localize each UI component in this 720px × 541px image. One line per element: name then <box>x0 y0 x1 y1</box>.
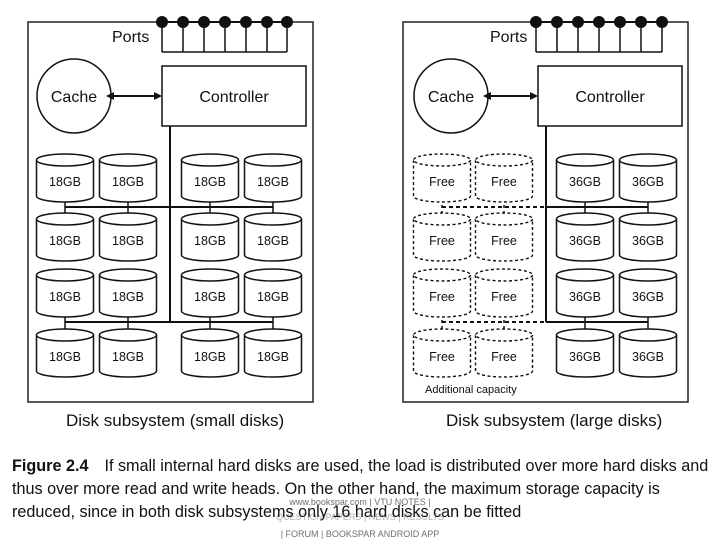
disk-label: 18GB <box>49 350 81 364</box>
disk-free-slot: Free <box>474 268 534 318</box>
left-subsystem: Ports Cache Controller 18GB18GB18GB18GB1… <box>27 16 314 430</box>
disk-18gb: 18GB <box>98 153 158 203</box>
disk-label: 36GB <box>632 234 664 248</box>
right-controller-box <box>537 65 683 127</box>
disk-label: Free <box>429 175 455 189</box>
disk-label: 18GB <box>112 350 144 364</box>
disk-label: Free <box>429 290 455 304</box>
disk-label: 36GB <box>569 175 601 189</box>
disk-label: Free <box>491 175 517 189</box>
disk-label: Free <box>491 234 517 248</box>
disk-free-slot: Free <box>412 153 472 203</box>
right-subsystem-title: Disk subsystem (large disks) <box>446 411 662 430</box>
disk-label: 18GB <box>257 175 289 189</box>
disk-label: Free <box>491 290 517 304</box>
disk-label: 18GB <box>257 290 289 304</box>
disk-18gb: 18GB <box>180 153 240 203</box>
disk-36gb: 36GB <box>555 328 615 378</box>
right-ports-label: Ports <box>490 29 527 46</box>
disk-18gb: 18GB <box>98 212 158 262</box>
disk-label: 18GB <box>194 234 226 248</box>
right-bus-lines <box>545 126 648 323</box>
disk-label: 18GB <box>194 350 226 364</box>
disk-label: 18GB <box>194 290 226 304</box>
watermark: www.bookspar.com | VTU NOTES | QUESTION … <box>255 496 465 541</box>
left-bus-lines <box>65 126 273 323</box>
disk-label: Free <box>429 234 455 248</box>
right-controller-label: Controller <box>575 89 645 106</box>
disk-18gb: 18GB <box>98 328 158 378</box>
disk-label: 18GB <box>257 350 289 364</box>
disk-18gb: 18GB <box>35 328 95 378</box>
disk-36gb: 36GB <box>618 212 678 262</box>
left-ports-label: Ports <box>112 29 149 46</box>
right-bus-lines-dashed <box>442 206 546 323</box>
disk-label: 36GB <box>569 350 601 364</box>
disk-free-slot: Free <box>474 153 534 203</box>
disk-subsystem-diagram: Ports Cache Controller 18GB18GB18GB18GB1… <box>27 16 689 430</box>
disk-36gb: 36GB <box>618 268 678 318</box>
disk-label: 36GB <box>632 290 664 304</box>
disk-36gb: 36GB <box>555 212 615 262</box>
disk-18gb: 18GB <box>180 268 240 318</box>
watermark-line-1: www.bookspar.com | VTU NOTES | <box>289 497 431 507</box>
right-disk-grid: FreeFreeFreeFreeFreeFreeFreeFree36GB36GB… <box>412 153 678 378</box>
figure-number: Figure 2.4 <box>12 457 89 475</box>
disk-free-slot: Free <box>412 268 472 318</box>
disk-label: 18GB <box>257 234 289 248</box>
disk-18gb: 18GB <box>35 212 95 262</box>
disk-18gb: 18GB <box>243 153 303 203</box>
disk-36gb: 36GB <box>555 268 615 318</box>
disk-label: 18GB <box>112 234 144 248</box>
disk-18gb: 18GB <box>98 268 158 318</box>
disk-36gb: 36GB <box>555 153 615 203</box>
watermark-line-3: | FORUM | BOOKSPAR ANDROID APP <box>280 529 440 539</box>
disk-free-slot: Free <box>474 328 534 378</box>
disk-label: 18GB <box>49 234 81 248</box>
disk-label: 36GB <box>569 234 601 248</box>
disk-label: 18GB <box>49 175 81 189</box>
disk-label: 18GB <box>112 290 144 304</box>
disk-label: 18GB <box>194 175 226 189</box>
disk-label: 36GB <box>632 350 664 364</box>
disk-label: 18GB <box>49 290 81 304</box>
disk-18gb: 18GB <box>35 153 95 203</box>
additional-capacity-label: Additional capacity <box>425 384 517 396</box>
disk-label: Free <box>429 350 455 364</box>
disk-18gb: 18GB <box>243 328 303 378</box>
disk-free-slot: Free <box>474 212 534 262</box>
disk-label: Free <box>491 350 517 364</box>
right-ports: Ports <box>490 16 668 53</box>
disk-18gb: 18GB <box>180 328 240 378</box>
disk-free-slot: Free <box>412 212 472 262</box>
disk-label: 36GB <box>569 290 601 304</box>
left-subsystem-title: Disk subsystem (small disks) <box>66 411 284 430</box>
left-disk-grid: 18GB 18GB 18GB 18GB 18GB 18GB 18GB 18GB 18GB 18GB… <box>35 153 303 378</box>
disk-18gb: 18GB <box>243 212 303 262</box>
disk-36gb: 36GB <box>618 328 678 378</box>
disk-36gb: 36GB <box>618 153 678 203</box>
disk-18gb: 18GB <box>243 268 303 318</box>
disk-free-slot: Free <box>412 328 472 378</box>
disk-18gb: 18GB <box>35 268 95 318</box>
left-controller-label: Controller <box>199 89 269 106</box>
disk-18gb: 18GB <box>180 212 240 262</box>
figure-caption-text: If small internal hard disks are used, t… <box>12 457 709 521</box>
watermark-line-2: QUESTION PAPERS | NEWS | RESULTS <box>276 512 444 522</box>
left-controller-box <box>161 65 307 127</box>
disk-label: 18GB <box>112 175 144 189</box>
left-ports: Ports <box>112 16 293 53</box>
left-cache-label: Cache <box>51 89 97 106</box>
disk-label: 36GB <box>632 175 664 189</box>
right-disk-connectors-dashed <box>441 193 505 336</box>
right-cache-label: Cache <box>428 89 474 106</box>
